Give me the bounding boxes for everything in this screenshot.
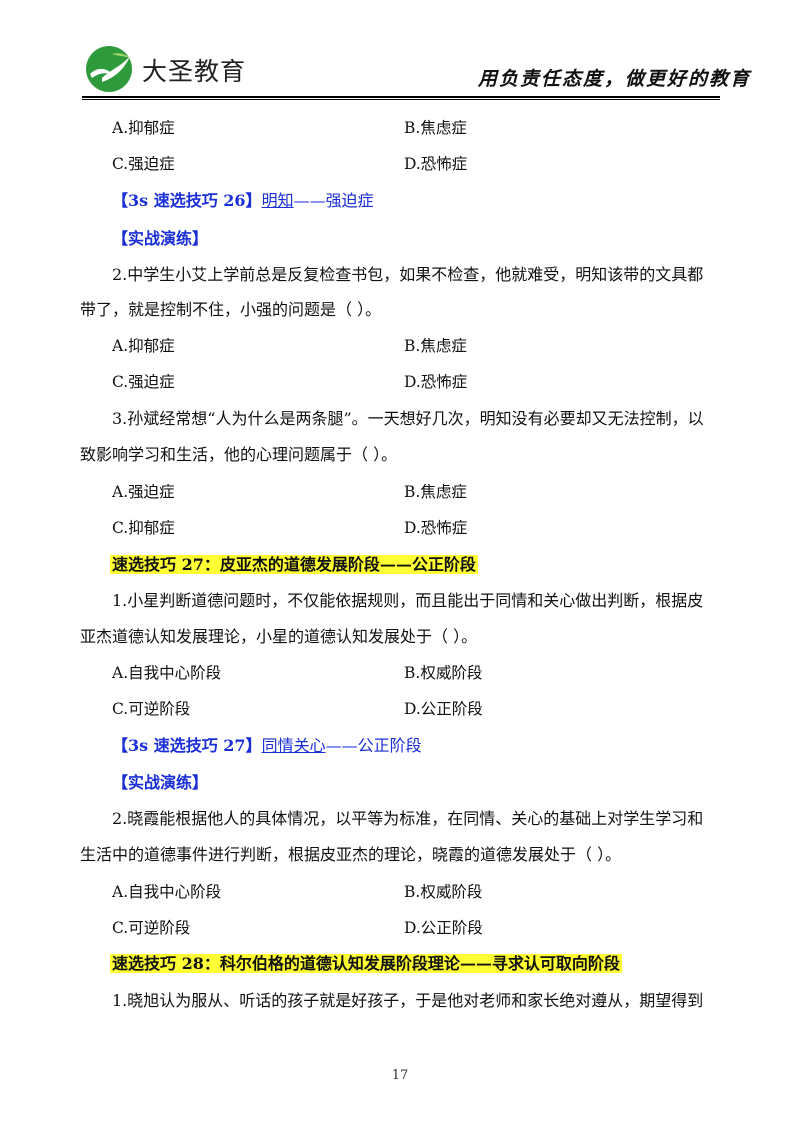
option-b: B.焦虑症	[404, 483, 467, 501]
page-number: 17	[391, 1068, 409, 1083]
option-b: B.焦虑症	[404, 337, 467, 355]
option-c: C.强迫症	[112, 155, 175, 173]
dasheng-logo-icon	[86, 46, 132, 92]
option-d: D.恐怖症	[404, 155, 468, 173]
section-heading-28: 速选技巧 28：科尔伯格的道德认知发展阶段理论——寻求认可取向阶段	[110, 954, 622, 973]
tip-27: 【3s 速选技巧 27】同情关心——公正阶段	[112, 736, 422, 755]
header-slogan: 用负责任态度，做更好的教育	[478, 68, 752, 90]
option-d: D.公正阶段	[404, 700, 483, 718]
option-b: B.权威阶段	[404, 664, 483, 682]
option-a: A.强迫症	[112, 483, 175, 501]
section-heading-27: 速选技巧 27：皮亚杰的道德发展阶段——公正阶段	[110, 555, 478, 574]
header-rule	[82, 96, 720, 98]
question-text: 带了，就是控制不住，小强的问题是（ ）。	[80, 300, 382, 319]
question-text: 亚杰道德认知发展理论，小星的道德认知发展处于（ ）。	[80, 627, 478, 646]
option-c: C.可逆阶段	[112, 700, 191, 718]
option-d: D.公正阶段	[404, 919, 483, 937]
question-text: 致影响学习和生活，他的心理问题属于（ ）。	[80, 445, 398, 464]
page-header: 大圣教育 用负责任态度，做更好的教育	[0, 0, 800, 100]
question-text: 3.孙斌经常想“人为什么是两条腿”。一天想好几次，明知没有必要却又无法控制，以	[112, 409, 704, 428]
practice-heading: 【实战演练】	[112, 773, 209, 792]
tip-26: 【3s 速选技巧 26】明知——强迫症	[112, 191, 374, 210]
option-a: A.抑郁症	[112, 337, 175, 355]
option-c: C.抑郁症	[112, 519, 175, 537]
option-a: A.自我中心阶段	[112, 883, 222, 901]
question-text: 1.晓旭认为服从、听话的孩子就是好孩子，于是他对老师和家长绝对遵从，期望得到	[112, 991, 704, 1010]
option-a: A.抑郁症	[112, 119, 175, 137]
option-b: B.权威阶段	[404, 883, 483, 901]
question-text: 2.中学生小艾上学前总是反复检查书包，如果不检查，他就难受，明知该带的文具都	[112, 265, 704, 284]
option-c: C.可逆阶段	[112, 919, 191, 937]
option-d: D.恐怖症	[404, 519, 468, 537]
option-b: B.焦虑症	[404, 119, 467, 137]
question-text: 生活中的道德事件进行判断，根据皮亚杰的理论，晓霞的道德发展处于（ ）。	[80, 845, 622, 864]
question-text: 1.小星判断道德问题时，不仅能依据规则，而且能出于同情和关心做出判断，根据皮	[112, 591, 704, 610]
option-c: C.强迫症	[112, 373, 175, 391]
option-a: A.自我中心阶段	[112, 664, 222, 682]
question-text: 2.晓霞能根据他人的具体情况，以平等为标准，在同情、关心的基础上对学生学习和	[112, 809, 704, 828]
header-rule-thin	[82, 99, 720, 100]
option-d: D.恐怖症	[404, 373, 468, 391]
practice-heading: 【实战演练】	[112, 229, 209, 248]
brand-name: 大圣教育	[142, 57, 247, 86]
